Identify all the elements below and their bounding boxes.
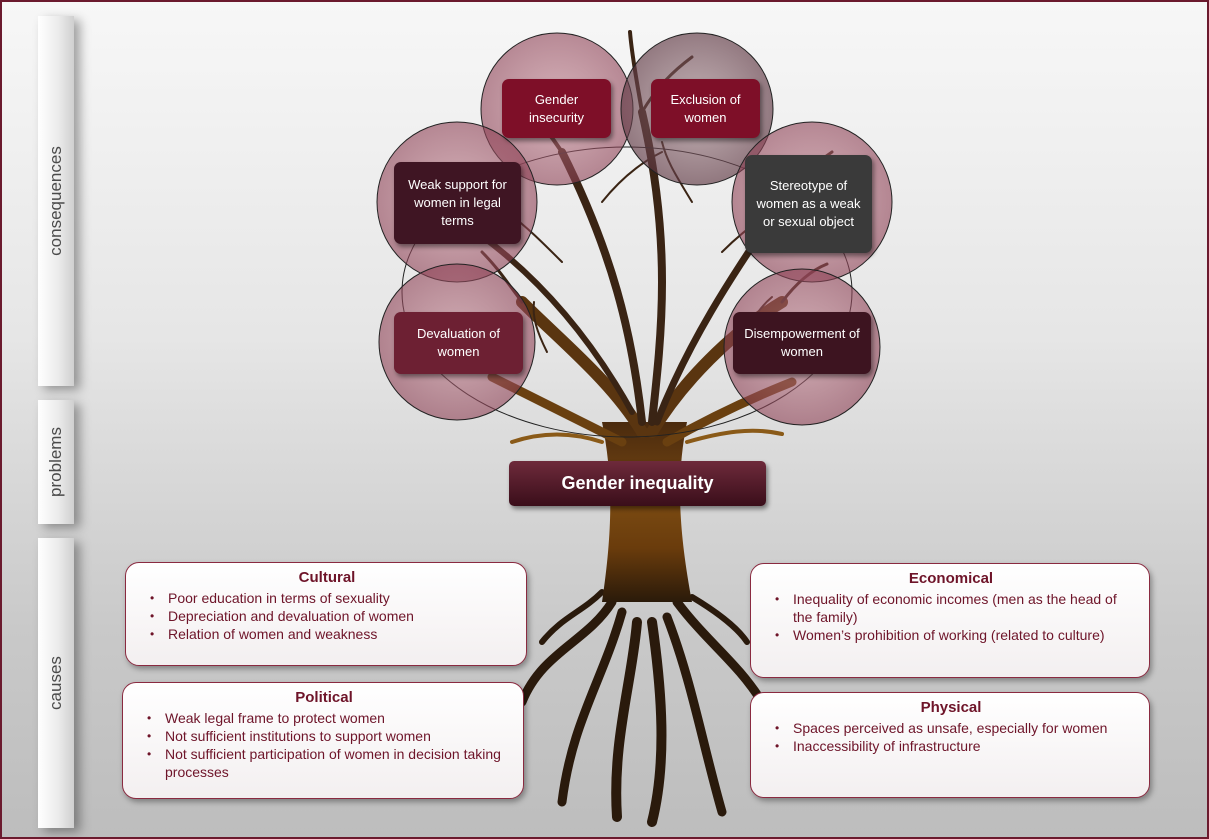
cause-item: Poor education in terms of sexuality [150, 589, 514, 607]
consequence-gender-insecurity: Gender insecurity [502, 79, 611, 138]
consequence-weak-support: Weak support for women in legal terms [394, 162, 521, 244]
cause-item: Weak legal frame to protect women [147, 709, 511, 727]
cause-item: Not sufficient institutions to support w… [147, 727, 511, 745]
cause-item: Depreciation and devaluation of women [150, 607, 514, 625]
cause-title-political: Political [295, 689, 353, 706]
consequence-disempowerment: Disempowerment of women [733, 312, 871, 374]
side-label-problems: problems [46, 427, 66, 497]
cause-list-economical: Inequality of economic incomes (men as t… [765, 590, 1137, 644]
tree-roots [517, 589, 767, 827]
cause-list-physical: Spaces perceived as unsafe, especially f… [765, 719, 1137, 755]
consequence-exclusion-of-women: Exclusion of women [651, 79, 760, 138]
cause-item: Women’s prohibition of working (related … [775, 626, 1137, 644]
cause-list-political: Weak legal frame to protect women Not su… [137, 709, 511, 781]
side-label-causes: causes [46, 656, 65, 710]
cause-list-cultural: Poor education in terms of sexuality Dep… [140, 589, 514, 643]
cause-item: Inequality of economic incomes (men as t… [775, 590, 1137, 626]
consequence-stereotype: Stereotype of women as a weak or sexual … [745, 155, 872, 253]
tree-trunk [602, 422, 692, 602]
cause-box-cultural: Cultural Poor education in terms of sexu… [125, 562, 527, 666]
core-problem-label: Gender inequality [561, 473, 714, 493]
cause-title-cultural: Cultural [298, 569, 356, 586]
side-tab-causes: causes [38, 538, 74, 828]
cause-box-economical: Economical Inequality of economic income… [750, 563, 1150, 678]
side-tab-problems: problems [38, 400, 74, 524]
cause-box-political: Political Weak legal frame to protect wo… [122, 682, 524, 799]
cause-title-physical: Physical [920, 699, 982, 716]
cause-item: Inaccessibility of infrastructure [775, 737, 1137, 755]
side-tab-consequences: consequences [38, 16, 74, 386]
cause-item: Spaces perceived as unsafe, especially f… [775, 719, 1137, 737]
core-problem-box: Gender inequality [509, 461, 766, 506]
cause-title-economical: Economical [908, 570, 994, 587]
cause-item: Relation of women and weakness [150, 625, 514, 643]
cause-item: Not sufficient participation of women in… [147, 745, 511, 781]
cause-box-physical: Physical Spaces perceived as unsafe, esp… [750, 692, 1150, 798]
consequence-devaluation: Devaluation of women [394, 312, 523, 374]
side-label-consequences: consequences [46, 146, 66, 256]
